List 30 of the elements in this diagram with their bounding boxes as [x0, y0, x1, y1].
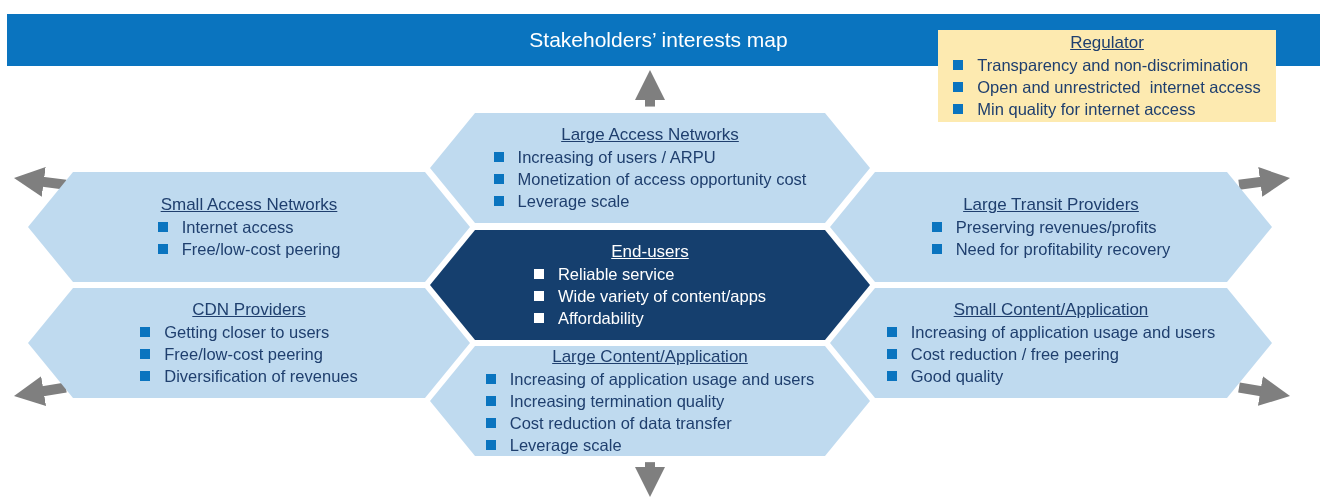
bullet-text: Cost reduction of data transfer — [509, 413, 732, 434]
bullet-text: Internet access — [181, 217, 294, 238]
bullet-text: Preserving revenues/profits — [955, 217, 1157, 238]
bullet-text: Increasing of application usage and users — [910, 322, 1216, 343]
group-heading: Large Content/Application — [552, 346, 748, 367]
bullet-text: Increasing of application usage and users — [509, 369, 815, 390]
group-heading: Large Transit Providers — [963, 194, 1139, 215]
bullet-text: Free/low-cost peering — [181, 239, 341, 260]
bullet-text: Leverage scale — [517, 191, 630, 212]
bullet-text: Reliable service — [557, 264, 675, 285]
bullet-text: Good quality — [910, 366, 1004, 387]
bullet-text: Getting closer to users — [164, 322, 330, 343]
bullet-text: Cost reduction / free peering — [910, 344, 1119, 365]
group-heading: CDN Providers — [192, 299, 306, 320]
bullet-text: Monetization of access opportunity cost — [517, 169, 807, 190]
bullet-text: Affordability — [557, 308, 644, 329]
bullet-text: Free/low-cost peering — [164, 344, 323, 365]
bullet-text: Open and unrestricted internet access — [977, 77, 1261, 98]
group-heading: Regulator — [1070, 32, 1144, 53]
bullet-text: Need for profitability recovery — [955, 239, 1171, 260]
group-heading: Small Access Networks — [160, 194, 338, 215]
bullet-text: Increasing termination quality — [509, 391, 725, 412]
group-heading: End-users — [611, 241, 689, 262]
bullet-text: Diversification of revenues — [164, 366, 358, 387]
bullet-text: Wide variety of content/apps — [557, 286, 767, 307]
group-heading: Small Content/Application — [953, 299, 1149, 320]
group-heading: Large Access Networks — [561, 124, 739, 145]
bullet-text: Increasing of users / ARPU — [517, 147, 716, 168]
bullet-text: Leverage scale — [509, 435, 622, 456]
bullet-text: Min quality for internet access — [977, 99, 1196, 120]
